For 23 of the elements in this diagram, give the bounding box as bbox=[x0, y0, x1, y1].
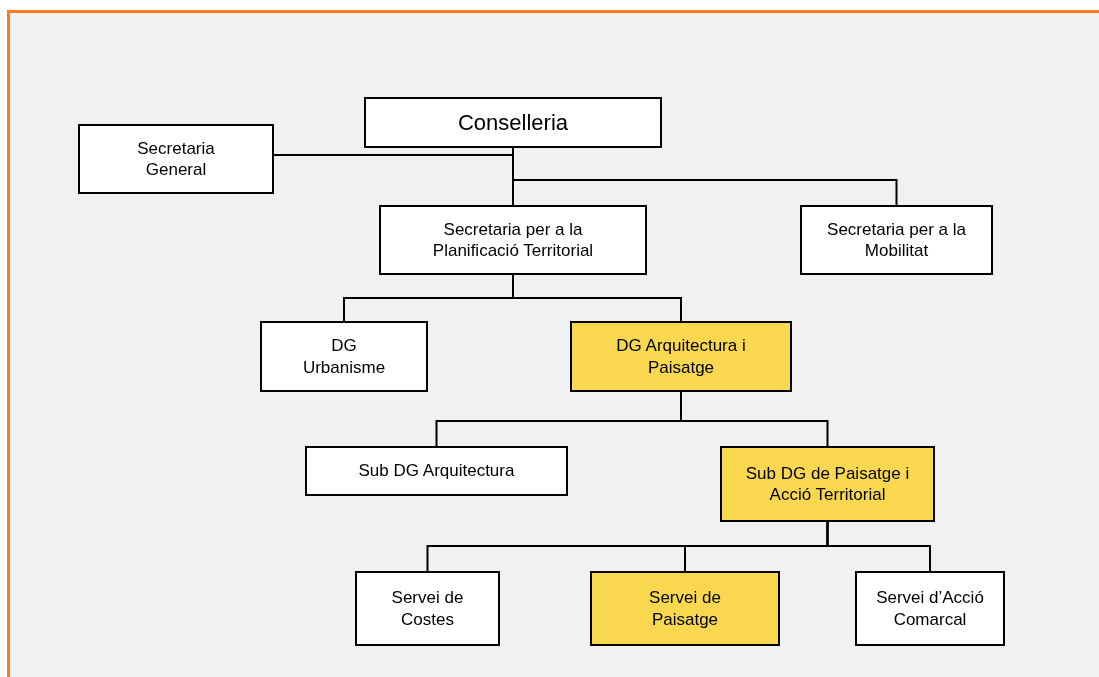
org-box bbox=[590, 571, 780, 646]
org-box bbox=[364, 97, 662, 148]
org-box bbox=[800, 205, 993, 275]
org-box bbox=[260, 321, 428, 392]
box-label: Secretaria General bbox=[136, 137, 216, 181]
connector-line bbox=[826, 521, 931, 572]
org-box bbox=[570, 321, 792, 392]
org-box bbox=[78, 124, 274, 194]
box-label: Servei d’Acció Comarcal bbox=[875, 587, 985, 630]
org-box bbox=[855, 571, 1005, 646]
org-box bbox=[355, 571, 500, 646]
box-label: Sub DG de Paisatge i Acció Territorial bbox=[744, 462, 911, 506]
org-box bbox=[379, 205, 647, 275]
box-label: Servei de Paisatge bbox=[648, 587, 722, 630]
box-label: DG Urbanisme bbox=[301, 335, 387, 378]
box-label: DG Arquitectura i Paisatge bbox=[615, 335, 747, 378]
box-label: Sub DG Arquitectura bbox=[358, 460, 515, 482]
box-label: Conselleria bbox=[457, 108, 569, 137]
box-label: Secretaria per a la Mobilitat bbox=[826, 218, 967, 262]
org-box bbox=[720, 446, 935, 522]
org-box bbox=[305, 446, 568, 496]
box-label: Secretaria per a la Planificació Territorial bbox=[431, 218, 595, 262]
box-label: Servei de Costes bbox=[390, 587, 465, 630]
